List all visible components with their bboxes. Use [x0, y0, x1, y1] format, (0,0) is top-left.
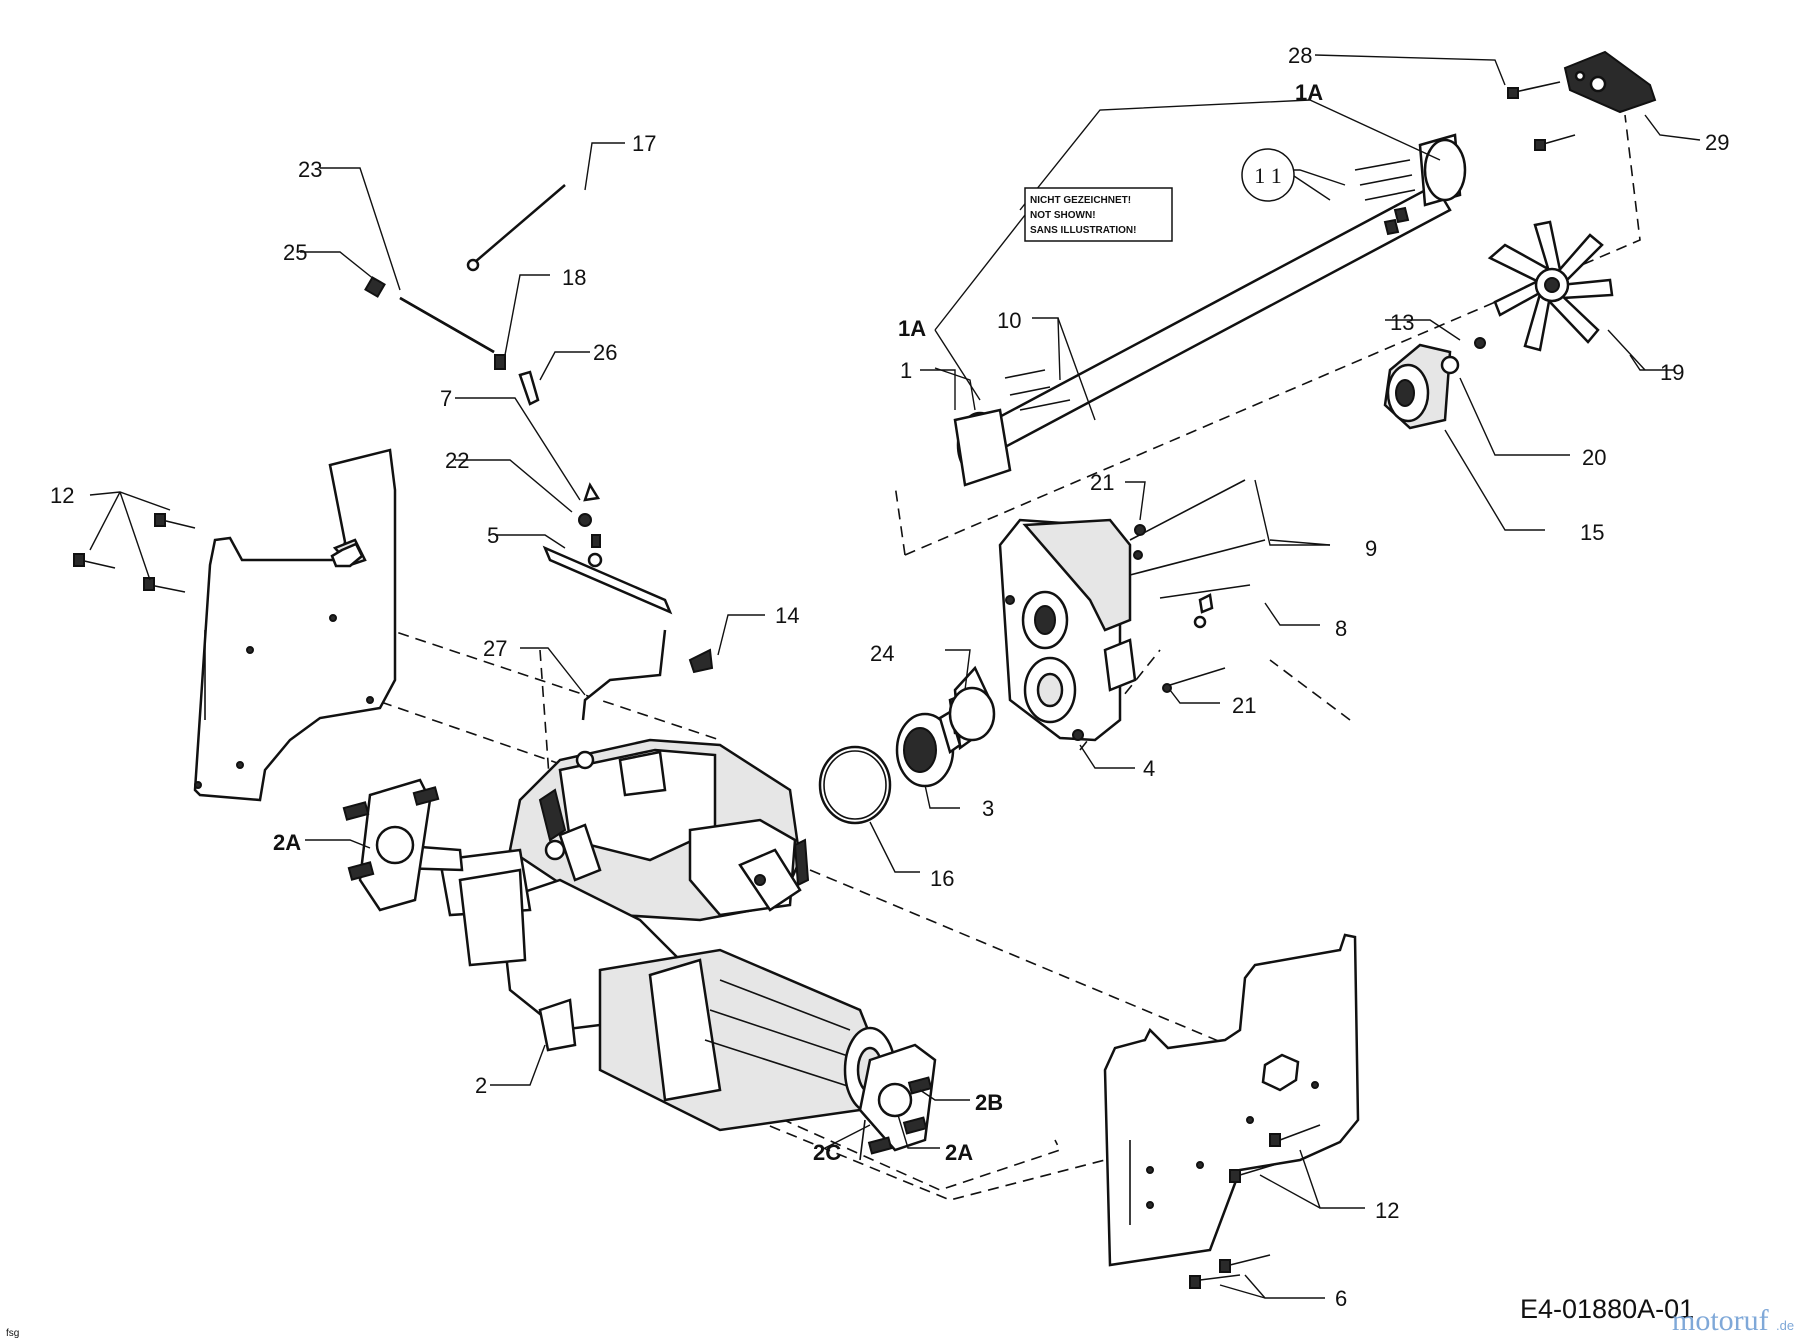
callout-16: 16	[930, 866, 954, 891]
callout-26: 26	[593, 340, 617, 365]
drawing-code: E4-01880A-01	[1520, 1294, 1694, 1324]
callout-8: 8	[1335, 616, 1347, 641]
callout-4: 4	[1143, 756, 1155, 781]
callout-17: 17	[632, 131, 656, 156]
callout-18: 18	[562, 265, 586, 290]
callout-12-left: 12	[50, 483, 74, 508]
callout-2A-right: 2A	[945, 1140, 973, 1165]
gear-and-seals	[818, 665, 996, 825]
callout-2C: 2C	[813, 1140, 841, 1165]
watermark-main: motoruf	[1672, 1304, 1769, 1337]
shaft-assembly-1A	[953, 133, 1467, 487]
callout-15: 15	[1580, 520, 1604, 545]
not-shown-note-box: NICHT GEZEICHNET! NOT SHOWN! SANS ILLUST…	[1024, 187, 1173, 242]
callout-2: 2	[475, 1073, 487, 1098]
callout-19: 19	[1660, 360, 1684, 385]
callout-27: 27	[483, 636, 507, 661]
callout-21-top: 21	[1090, 470, 1114, 495]
note-line-3: SANS ILLUSTRATION!	[1030, 225, 1136, 236]
note-line-1: NICHT GEZEICHNET!	[1030, 195, 1131, 206]
callout-14: 14	[775, 603, 799, 628]
corner-mark: fsg	[6, 1328, 19, 1339]
callout-2A-left: 2A	[273, 830, 301, 855]
note-line-2: NOT SHOWN!	[1030, 210, 1096, 221]
callout-10: 10	[997, 308, 1021, 333]
callout-20: 20	[1582, 445, 1606, 470]
callout-1: 1	[900, 358, 912, 383]
callout-24: 24	[870, 641, 894, 666]
callout-21-bottom: 21	[1232, 693, 1256, 718]
left-wheel-hub	[342, 778, 464, 912]
watermark-logo: motoruf .de	[1672, 1304, 1794, 1337]
reference-circle-text: 1 1	[1254, 163, 1282, 188]
center-section-pump	[998, 479, 1266, 742]
callout-7: 7	[440, 386, 452, 411]
callout-5: 5	[487, 523, 499, 548]
callout-29: 29	[1705, 130, 1729, 155]
reference-circle-11: 1 1	[1241, 148, 1295, 202]
right-wheel-hub	[858, 1043, 937, 1161]
transaxle-housing	[438, 738, 897, 1132]
linkage-rods	[364, 184, 714, 721]
callout-28: 28	[1288, 43, 1312, 68]
callout-labels: 1A 1A 1 2 2A 2A 2B 2C 3 4 5 6 7 8 9 10 1…	[50, 43, 1729, 1311]
callout-1A-top: 1A	[1295, 80, 1323, 105]
leader-lines	[89, 54, 1701, 1299]
callout-25: 25	[283, 240, 307, 265]
callout-3: 3	[982, 796, 994, 821]
callout-12-right: 12	[1375, 1198, 1399, 1223]
cooling-fan	[1487, 220, 1614, 352]
callout-9: 9	[1365, 536, 1377, 561]
callout-23: 23	[298, 157, 322, 182]
callout-6: 6	[1335, 1286, 1347, 1311]
callout-13: 13	[1390, 310, 1414, 335]
right-side-plate	[1103, 933, 1360, 1267]
callout-22: 22	[445, 448, 469, 473]
cover-plate	[1507, 50, 1657, 151]
left-side-plate	[193, 448, 397, 802]
callout-1A-left: 1A	[898, 316, 926, 341]
watermark-suffix: .de	[1776, 1318, 1794, 1333]
assembly-dashed-lines	[244, 114, 1641, 1201]
callout-2B: 2B	[975, 1090, 1003, 1115]
pulley-assembly	[1383, 337, 1486, 430]
